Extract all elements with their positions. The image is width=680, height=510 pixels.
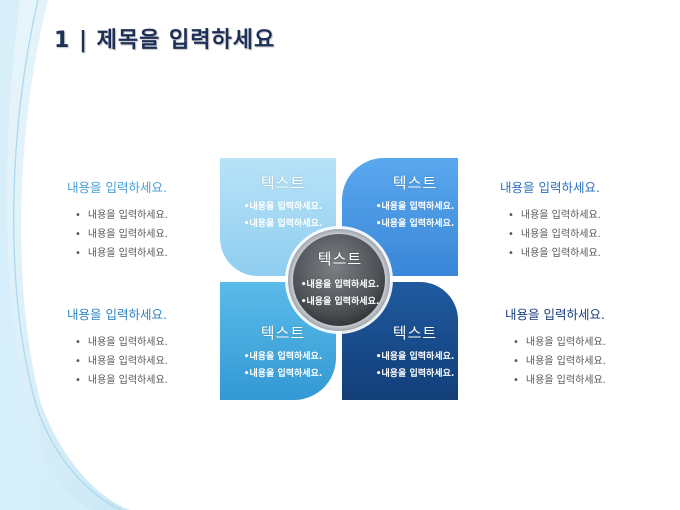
petal-label-bottom-left: 텍스트 내용을 입력하세요. 내용을 입력하세요. xyxy=(228,322,338,383)
petal-item: 내용을 입력하세요. xyxy=(228,349,338,366)
side-item: 내용을 입력하세요. xyxy=(508,206,640,225)
side-heading: 내용을 입력하세요. xyxy=(500,180,600,195)
side-item: 내용을 입력하세요. xyxy=(75,206,207,225)
petal-item: 내용을 입력하세요. xyxy=(228,366,338,383)
side-block-top-left: 내용을 입력하세요. 내용을 입력하세요. 내용을 입력하세요. 내용을 입력하… xyxy=(67,177,207,263)
side-item: 내용을 입력하세요. xyxy=(75,371,207,390)
side-block-top-right: 내용을 입력하세요. 내용을 입력하세요. 내용을 입력하세요. 내용을 입력하… xyxy=(500,177,640,263)
petal-item: 내용을 입력하세요. xyxy=(360,366,470,383)
side-item: 내용을 입력하세요. xyxy=(513,333,645,352)
center-item: 내용을 입력하세요. xyxy=(290,294,390,311)
petal-label-bottom-right: 텍스트 내용을 입력하세요. 내용을 입력하세요. xyxy=(360,322,470,383)
side-heading: 내용을 입력하세요. xyxy=(67,307,167,322)
side-heading: 내용을 입력하세요. xyxy=(67,180,167,195)
side-heading: 내용을 입력하세요. xyxy=(505,307,605,322)
center-label: 텍스트 내용을 입력하세요. 내용을 입력하세요. xyxy=(290,248,390,311)
side-item: 내용을 입력하세요. xyxy=(75,352,207,371)
center-item: 내용을 입력하세요. xyxy=(290,277,390,294)
side-item: 내용을 입력하세요. xyxy=(75,225,207,244)
side-item: 내용을 입력하세요. xyxy=(508,244,640,263)
side-item: 내용을 입력하세요. xyxy=(508,225,640,244)
petal-title: 텍스트 xyxy=(392,324,438,342)
petal-title: 텍스트 xyxy=(392,174,438,192)
petal-item: 내용을 입력하세요. xyxy=(360,199,470,216)
side-item: 내용을 입력하세요. xyxy=(75,244,207,263)
petal-label-top-left: 텍스트 내용을 입력하세요. 내용을 입력하세요. xyxy=(228,172,338,233)
side-item: 내용을 입력하세요. xyxy=(75,333,207,352)
petal-item: 내용을 입력하세요. xyxy=(360,216,470,233)
side-item: 내용을 입력하세요. xyxy=(513,371,645,390)
petal-title: 텍스트 xyxy=(260,324,306,342)
side-block-bottom-right: 내용을 입력하세요. 내용을 입력하세요. 내용을 입력하세요. 내용을 입력하… xyxy=(505,304,645,390)
side-block-bottom-left: 내용을 입력하세요. 내용을 입력하세요. 내용을 입력하세요. 내용을 입력하… xyxy=(67,304,207,390)
slide-title: 1 | 제목을 입력하세요 xyxy=(54,28,276,53)
petal-title: 텍스트 xyxy=(260,174,306,192)
petal-item: 내용을 입력하세요. xyxy=(360,349,470,366)
side-item: 내용을 입력하세요. xyxy=(513,352,645,371)
petal-item: 내용을 입력하세요. xyxy=(228,216,338,233)
center-title: 텍스트 xyxy=(317,250,363,268)
petal-item: 내용을 입력하세요. xyxy=(228,199,338,216)
petal-label-top-right: 텍스트 내용을 입력하세요. 내용을 입력하세요. xyxy=(360,172,470,233)
